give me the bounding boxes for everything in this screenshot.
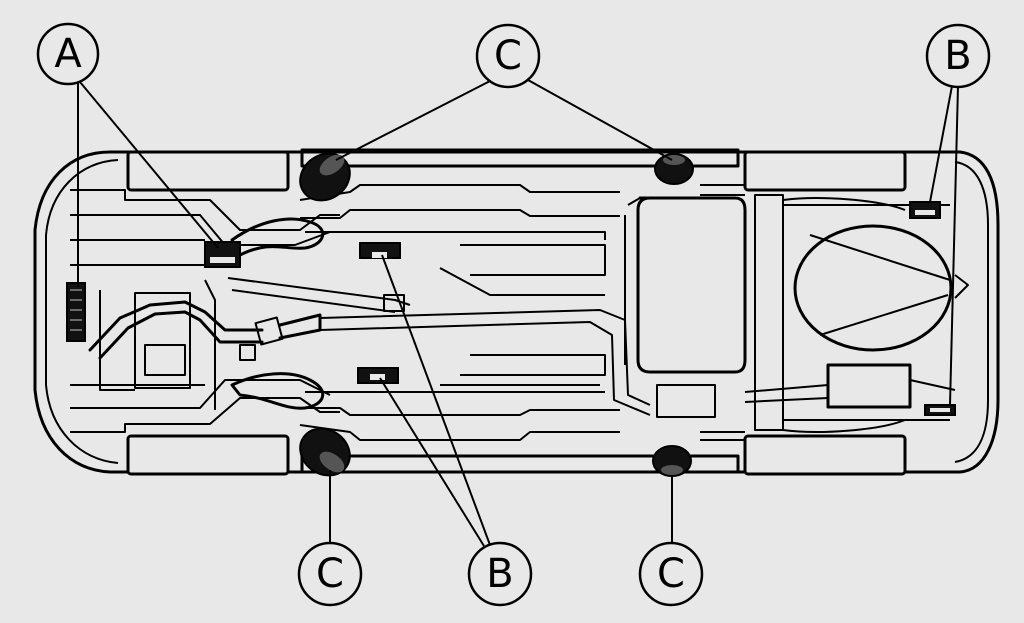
side-sills [300,148,740,474]
callout-c-bottom-left-label: C [316,551,344,597]
point-b-floor-left [359,242,401,259]
callout-b-bottom: B [467,541,533,607]
callout-c-bottom-right: C [638,541,704,607]
leader-lines [77,79,959,547]
floor-rails [299,184,620,441]
point-a-front-bumper [66,282,86,342]
point-b-rear-left [909,201,941,219]
point-c-front-right-pad [299,427,351,477]
rear-suspension [700,184,950,441]
callout-c-top-label: C [494,33,522,79]
callout-c-bottom-left: C [297,541,363,607]
rear-silencer [744,363,956,409]
front-right-wheel [126,434,290,476]
rear-right-wheel [743,434,907,476]
front-subframe [70,189,340,433]
point-a-front-crossmember [204,241,241,268]
body-outline [33,150,1000,474]
point-b-rear-right [924,404,956,416]
callout-c-bottom-right-label: C [657,551,685,597]
point-c-rear-left-pad [654,153,694,185]
callout-a: A [36,22,100,86]
callout-c-top: C [475,23,541,89]
point-b-floor-right [357,367,399,384]
callout-b-top-right: B [925,23,991,89]
front-left-wheel [126,150,290,192]
point-c-rear-right-pad [652,445,692,477]
fuel-tank [624,196,747,418]
callout-b-bottom-label: B [486,551,513,597]
center-tunnel [227,277,651,416]
callout-a-label: A [54,31,82,77]
point-c-front-left-pad [299,152,351,202]
front-control-arms [230,217,324,410]
rear-left-wheel [743,150,907,192]
callout-b-top-right-label: B [944,33,971,79]
spare-wheel [793,224,969,352]
exhaust-front-pipe [88,300,322,360]
